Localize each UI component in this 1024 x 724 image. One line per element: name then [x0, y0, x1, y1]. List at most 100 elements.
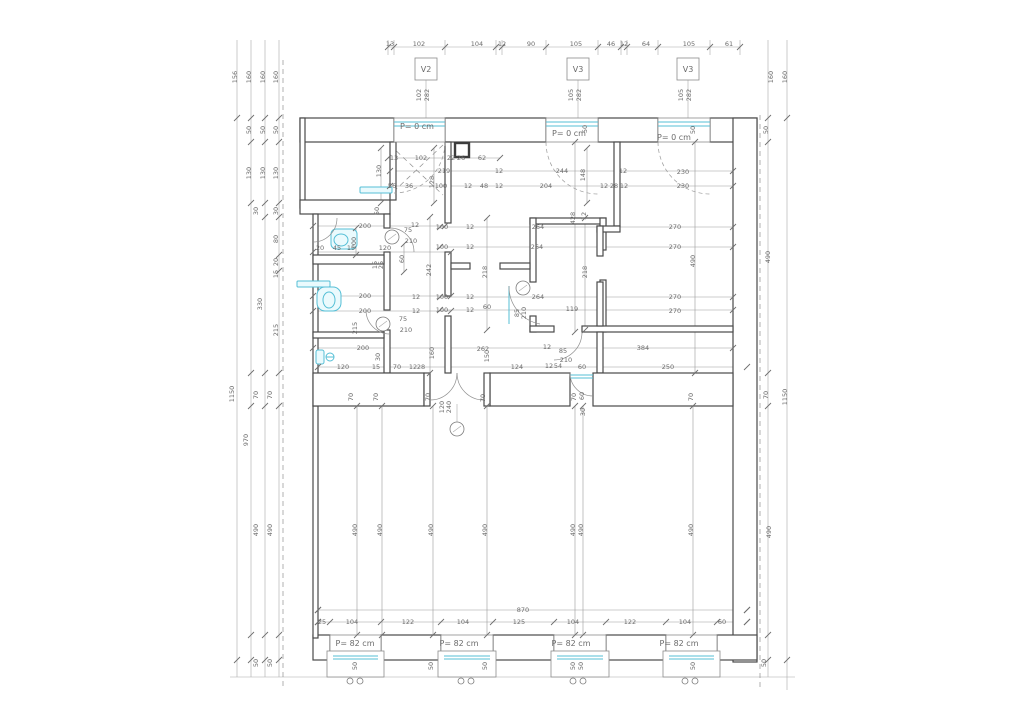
door-swing-arc	[508, 285, 541, 325]
dim-tick	[483, 402, 491, 410]
bathroom-label: 60	[398, 255, 406, 263]
door-sizes-label: 120	[438, 401, 446, 413]
upper-interior-label: 130	[375, 165, 383, 177]
bathroom-label: 28	[417, 363, 425, 371]
wall	[605, 634, 667, 661]
mid-band-label: 160	[428, 347, 436, 359]
upper-interior-label: 12	[620, 182, 628, 190]
big-room-label: 490	[481, 524, 489, 536]
sill-heights-label: P= 0 cm	[657, 133, 691, 142]
mid-band-label: 70	[347, 393, 355, 401]
chain-tick	[247, 656, 255, 664]
right-chains-label: 490	[765, 526, 773, 538]
bathroom-label: 120	[379, 244, 391, 252]
big-room-label: 490	[351, 524, 359, 536]
mid-band-label: 250	[662, 363, 674, 371]
upper-interior-label: 12	[495, 167, 503, 175]
left-chains-label: 80	[272, 235, 280, 243]
dim-tick	[384, 154, 392, 162]
chain-tick	[261, 213, 269, 221]
window-frame	[437, 650, 497, 678]
bathroom-label: 12	[411, 221, 419, 229]
upper-interior-label: 48	[480, 182, 488, 190]
chain-tick	[602, 618, 610, 626]
left-chains-label: 130	[245, 167, 253, 179]
big-room-label: 490	[427, 524, 435, 536]
left-chains-label: 970	[242, 434, 250, 446]
mid-band-label: 124	[511, 363, 523, 371]
door-swing-arc-dashed	[545, 141, 599, 195]
bathroom-label: 215	[351, 322, 359, 334]
door-sizes-label: 210	[560, 356, 572, 364]
chain-tick	[275, 213, 283, 221]
upper-interior-label: 12	[466, 306, 474, 314]
left-chains-label: 330	[256, 298, 264, 310]
bottom-chain-label: 50	[481, 662, 489, 670]
dim-tick	[436, 243, 444, 251]
drain-circle-icon	[579, 677, 587, 685]
bottom-chain-label: 60	[718, 618, 726, 626]
big-room-label: 490	[376, 524, 384, 536]
dim-tick	[689, 402, 697, 410]
drain-circle-icon	[356, 677, 364, 685]
left-chains-label: 215	[272, 324, 280, 336]
dim-tick	[729, 293, 737, 301]
wall	[383, 213, 391, 229]
bathroom-label: 25	[377, 261, 385, 269]
upper-interior-label: 270	[669, 223, 681, 231]
door-swing-arc	[569, 372, 594, 397]
bathroom-label: 200	[359, 222, 371, 230]
top-chain-label: 46	[607, 40, 615, 48]
wall	[444, 251, 452, 297]
dim-tick	[436, 293, 444, 301]
chain-tick	[736, 43, 744, 51]
upper-interior-label: 56	[388, 182, 396, 190]
dim-tick	[353, 402, 361, 410]
wall	[312, 331, 385, 339]
left-chains-label: 130	[272, 167, 280, 179]
dim-tick	[352, 224, 360, 232]
upper-interior-label: 102	[415, 154, 427, 162]
top-chain-label: 12	[620, 40, 628, 48]
chain-tick	[706, 43, 714, 51]
top-chain-label: 64	[642, 40, 650, 48]
chain-tick	[233, 114, 241, 122]
sill-heights-label: P= 0 cm	[552, 129, 586, 138]
dim-tick	[377, 144, 385, 152]
chain-tick	[261, 199, 269, 207]
door-sizes-label: 85	[513, 309, 521, 317]
right-chains-label: 160	[767, 71, 775, 83]
upper-interior-label: 36	[405, 182, 413, 190]
upper-interior-label: 100	[436, 243, 448, 251]
wall	[312, 254, 385, 265]
fixture-bowl	[322, 291, 336, 309]
mid-band-label: 384	[637, 344, 649, 352]
dim-tick	[314, 363, 322, 371]
upper-interior-label: 12	[466, 293, 474, 301]
left-chains-label: 156	[231, 71, 239, 83]
window-tag-box	[676, 57, 700, 81]
top-chain-label: 12	[498, 40, 506, 48]
bathroom-label: 100	[350, 237, 358, 249]
dim-tick	[496, 154, 504, 162]
chain-tick	[764, 656, 772, 664]
sill-heights-label: P= 82 cm	[660, 639, 699, 648]
dim-tick	[352, 251, 360, 259]
left-chains-label: 20	[272, 258, 280, 266]
sill-heights-label: 50	[581, 125, 589, 133]
bathroom-label: 15	[372, 363, 380, 371]
bathroom-label: 12	[412, 307, 420, 315]
shaft-icon	[453, 141, 471, 159]
chain-tick	[783, 114, 791, 122]
dim-tick	[400, 268, 408, 276]
sill-heights-label: P= 82 cm	[552, 639, 591, 648]
wall	[383, 251, 391, 311]
window-frame	[326, 650, 385, 678]
upper-interior-label: 12	[466, 243, 474, 251]
drain-circle-icon	[346, 677, 354, 685]
dim-tick	[729, 306, 737, 314]
left-chains-label: 50	[252, 659, 260, 667]
upper-interior-label: 12	[580, 212, 588, 220]
left-chains-label: 70	[252, 391, 260, 399]
bathroom-label: 30	[374, 353, 382, 361]
